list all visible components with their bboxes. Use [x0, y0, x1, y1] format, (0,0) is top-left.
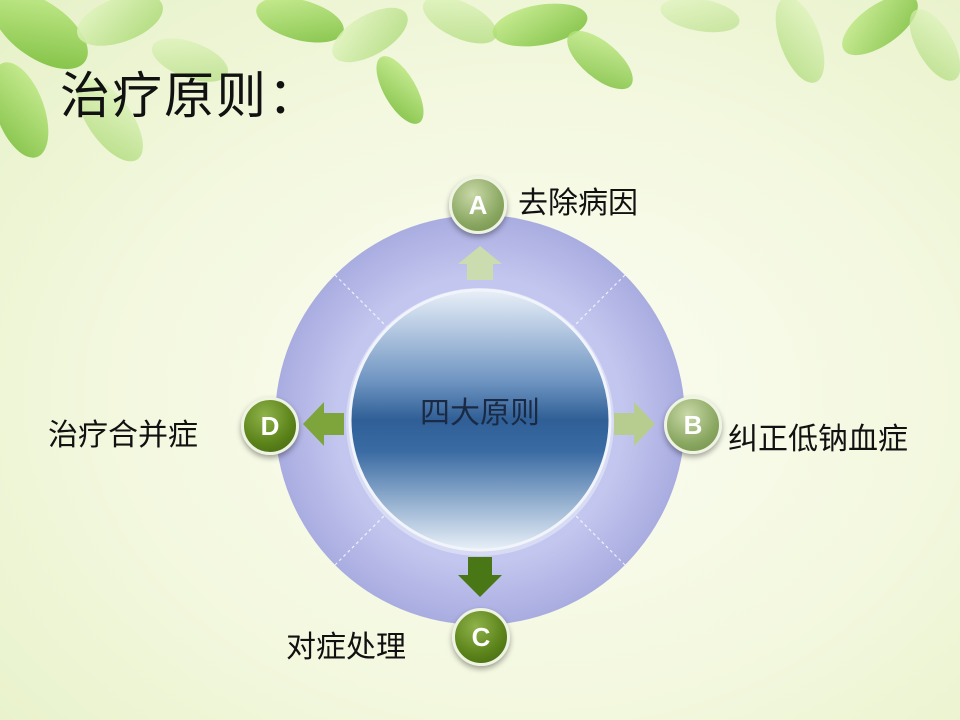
- badge-a: A: [449, 176, 507, 234]
- item-b-label: 纠正低钠血症: [728, 422, 908, 457]
- item-c-label: 对症处理: [286, 630, 406, 665]
- center-label: 四大原则: [420, 396, 540, 431]
- arrow-up-icon: [458, 246, 502, 280]
- ring-dividers: [334, 274, 626, 566]
- arrow-down-icon: [458, 557, 502, 597]
- arrow-right-icon: [614, 402, 655, 446]
- leaf-decoration: [0, 0, 960, 162]
- arrow-left-icon: [303, 402, 344, 446]
- item-d-label: 治疗合并症: [48, 418, 198, 453]
- badge-d: D: [241, 397, 299, 455]
- badge-c: C: [452, 608, 510, 666]
- slide-title: 治疗原则：: [60, 67, 320, 125]
- center-sphere: [348, 288, 612, 552]
- badge-b: B: [664, 396, 722, 454]
- item-a-label: 去除病因: [518, 186, 638, 221]
